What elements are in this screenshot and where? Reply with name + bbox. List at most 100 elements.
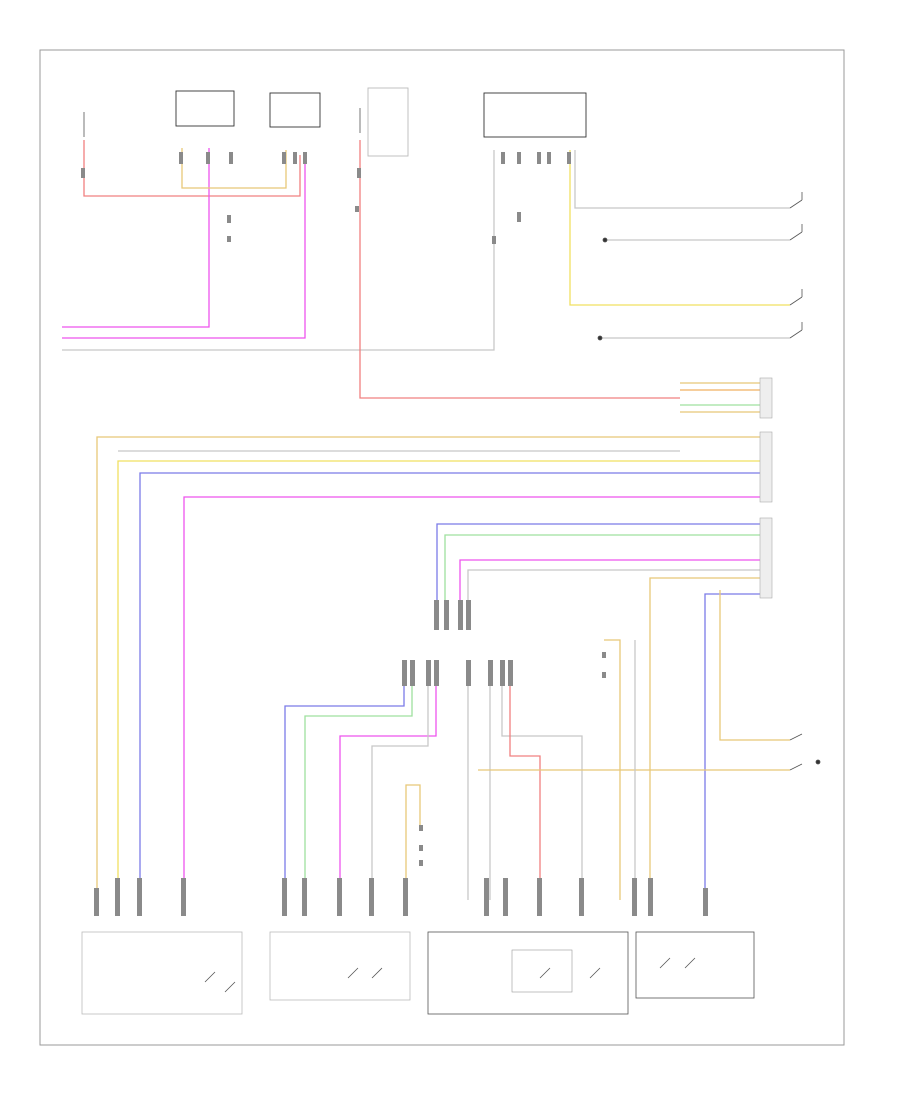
wire-tan-long bbox=[96, 436, 770, 900]
component-box-1 bbox=[175, 90, 235, 127]
switch-3 bbox=[789, 289, 803, 306]
pin-b4 bbox=[181, 878, 186, 916]
pin-b2 bbox=[115, 878, 120, 916]
pin-b5 bbox=[282, 878, 287, 916]
pin-27 bbox=[466, 660, 471, 686]
wire-tan-ground bbox=[405, 784, 421, 900]
wire-red-drop bbox=[509, 680, 541, 900]
pin-13 bbox=[567, 152, 571, 164]
ground-2 bbox=[597, 335, 603, 341]
pin-7 bbox=[303, 152, 307, 164]
pin-b9 bbox=[403, 878, 408, 916]
pin-26 bbox=[434, 660, 439, 686]
pin-33 bbox=[419, 825, 423, 831]
wire-grey-drop bbox=[371, 680, 429, 900]
switch-1 bbox=[789, 192, 803, 209]
diagram-frame bbox=[39, 49, 845, 1046]
pin-16 bbox=[355, 206, 359, 212]
switch-2 bbox=[789, 224, 803, 241]
wire-green-mid bbox=[444, 534, 770, 610]
bottom-box-1 bbox=[81, 931, 243, 1015]
ground-1 bbox=[602, 237, 608, 243]
wire-tan-top bbox=[181, 148, 287, 189]
top-components bbox=[83, 87, 587, 157]
wire-grey-left bbox=[62, 150, 495, 351]
right-connector-2 bbox=[759, 431, 773, 503]
pin-b13 bbox=[579, 878, 584, 916]
pin-b10 bbox=[484, 878, 489, 916]
wire-yellow-long bbox=[117, 460, 770, 900]
pin-30 bbox=[508, 660, 513, 686]
pin-9 bbox=[501, 152, 505, 164]
right-switches bbox=[597, 192, 821, 771]
wire-pink-drop bbox=[339, 680, 437, 900]
internal-box bbox=[511, 949, 573, 993]
pin-32 bbox=[602, 672, 606, 678]
wire-tan-vert bbox=[604, 639, 621, 900]
bottom-box-3 bbox=[427, 931, 629, 1015]
wire-yellow-r bbox=[569, 150, 790, 306]
pin-b12 bbox=[537, 878, 542, 916]
component-box-3 bbox=[367, 87, 409, 157]
pin-31 bbox=[602, 652, 606, 658]
wire-pink-2 bbox=[62, 155, 306, 339]
bottom-components bbox=[81, 931, 755, 1015]
pin-19 bbox=[434, 600, 439, 630]
pin-3 bbox=[206, 152, 210, 164]
pin-5 bbox=[282, 152, 286, 164]
pin-20 bbox=[444, 600, 449, 630]
pin-b1 bbox=[94, 888, 99, 916]
right-connector-1 bbox=[759, 377, 773, 419]
pin-23 bbox=[402, 660, 407, 686]
pin-b3 bbox=[137, 878, 142, 916]
wire-blue-mid bbox=[436, 523, 770, 610]
pin-2 bbox=[179, 152, 183, 164]
pin-10 bbox=[517, 152, 521, 164]
wire-green-drop bbox=[304, 680, 413, 900]
switch-4 bbox=[789, 322, 803, 339]
wire-pink-long bbox=[183, 496, 770, 900]
pin-b15 bbox=[648, 878, 653, 916]
wire-tan-right bbox=[719, 590, 790, 741]
pin-b16 bbox=[703, 888, 708, 916]
pin-29 bbox=[500, 660, 505, 686]
pin-12 bbox=[547, 152, 551, 164]
wire-grey-mid bbox=[467, 569, 770, 610]
pin-6 bbox=[293, 152, 297, 164]
switch-6 bbox=[789, 763, 803, 771]
wire-grey-drop4 bbox=[501, 680, 583, 900]
bottom-box-2 bbox=[269, 931, 411, 1001]
pin-17 bbox=[517, 212, 521, 222]
pin-18 bbox=[492, 236, 496, 244]
pin-24 bbox=[410, 660, 415, 686]
wire-red-main bbox=[359, 140, 680, 399]
pin-b7 bbox=[337, 878, 342, 916]
wire-pink-1 bbox=[62, 148, 210, 328]
pin-25 bbox=[426, 660, 431, 686]
pin-b14 bbox=[632, 878, 637, 916]
wires bbox=[62, 140, 790, 900]
pin-b8 bbox=[369, 878, 374, 916]
pin-b11 bbox=[503, 878, 508, 916]
wire-blue-right bbox=[704, 593, 770, 900]
pin-34 bbox=[419, 845, 423, 851]
pin-1 bbox=[81, 168, 85, 178]
component-box-4 bbox=[483, 92, 587, 138]
wire-blue-long bbox=[139, 472, 770, 900]
pin-15 bbox=[227, 236, 231, 242]
pin-28 bbox=[488, 660, 493, 686]
right-connector-3 bbox=[759, 517, 773, 599]
switch-5 bbox=[789, 733, 803, 741]
connector-pins bbox=[81, 152, 773, 916]
wire-blue-drop bbox=[284, 680, 405, 900]
pin-22 bbox=[466, 600, 471, 630]
wire-grey-r1 bbox=[574, 150, 790, 209]
pin-14 bbox=[227, 215, 231, 223]
component-box-2 bbox=[269, 92, 321, 128]
pin-4 bbox=[229, 152, 233, 164]
pin-35 bbox=[419, 860, 423, 866]
pin-8 bbox=[357, 168, 361, 178]
bottom-box-4 bbox=[635, 931, 755, 999]
pin-b6 bbox=[302, 878, 307, 916]
